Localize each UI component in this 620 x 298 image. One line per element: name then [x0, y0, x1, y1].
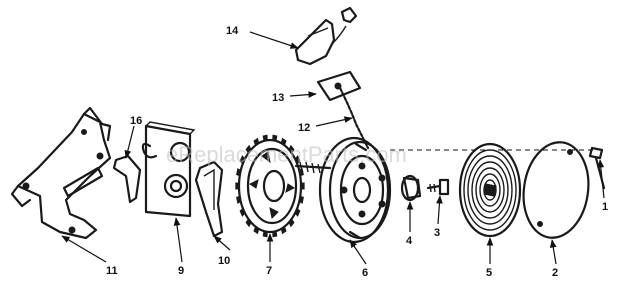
callout-13: 13 [272, 92, 284, 104]
part-10-spring-clip [194, 160, 224, 238]
gear-tooth [236, 195, 241, 204]
part-6-pulley [318, 136, 392, 244]
part-9-plate [141, 121, 196, 218]
callout-6: 6 [362, 267, 368, 279]
gear-tooth [235, 182, 240, 190]
callout-11: 11 [106, 265, 118, 277]
part-3-screw [426, 178, 450, 196]
part-14-handle [294, 6, 358, 66]
gear-tooth [245, 144, 252, 154]
gear-tooth [236, 168, 241, 177]
gear-tooth [239, 208, 246, 217]
part-4-pawl [400, 174, 422, 202]
gear-tooth [245, 218, 252, 228]
callout-numbers: 14 13 12 16 11 9 10 7 6 4 3 5 2 1 [106, 25, 608, 279]
callout-14: 14 [226, 25, 239, 37]
gear-tooth [253, 226, 260, 235]
callout-4: 4 [406, 235, 413, 247]
gear-tooth [299, 195, 304, 204]
gear-tooth [288, 144, 295, 154]
callout-10: 10 [218, 255, 230, 267]
part-16-lever [112, 154, 142, 204]
gear-tooth [280, 137, 287, 146]
gear-tooth [294, 208, 301, 217]
part-7-gear [235, 134, 305, 238]
callout-1: 1 [602, 201, 608, 213]
part-13-retainer [316, 70, 362, 102]
gear-tooth [262, 134, 268, 142]
gear-tooth [262, 230, 268, 238]
part-5-recoil-spring [458, 142, 522, 238]
gear-tooth [294, 155, 301, 164]
callout-16: 16 [130, 115, 142, 127]
watermark: eReplacementParts.com [166, 142, 407, 167]
gear-tooth [272, 134, 278, 142]
leader-lines [61, 31, 605, 265]
callout-9: 9 [178, 265, 184, 277]
part-12-rope [338, 86, 370, 150]
callout-2: 2 [552, 267, 558, 279]
callout-5: 5 [486, 267, 492, 279]
part-2-cover [522, 141, 590, 239]
callout-12: 12 [298, 122, 310, 134]
part-11-bracket [10, 106, 112, 240]
gear-tooth [239, 155, 246, 164]
gear-tooth [288, 218, 295, 228]
gear-tooth [300, 182, 305, 190]
gear-tooth [272, 230, 278, 238]
callout-3: 3 [434, 227, 440, 239]
callout-7: 7 [266, 265, 272, 277]
gear-tooth [280, 226, 287, 235]
gear-tooth [299, 168, 304, 177]
gear-tooth [253, 137, 260, 146]
